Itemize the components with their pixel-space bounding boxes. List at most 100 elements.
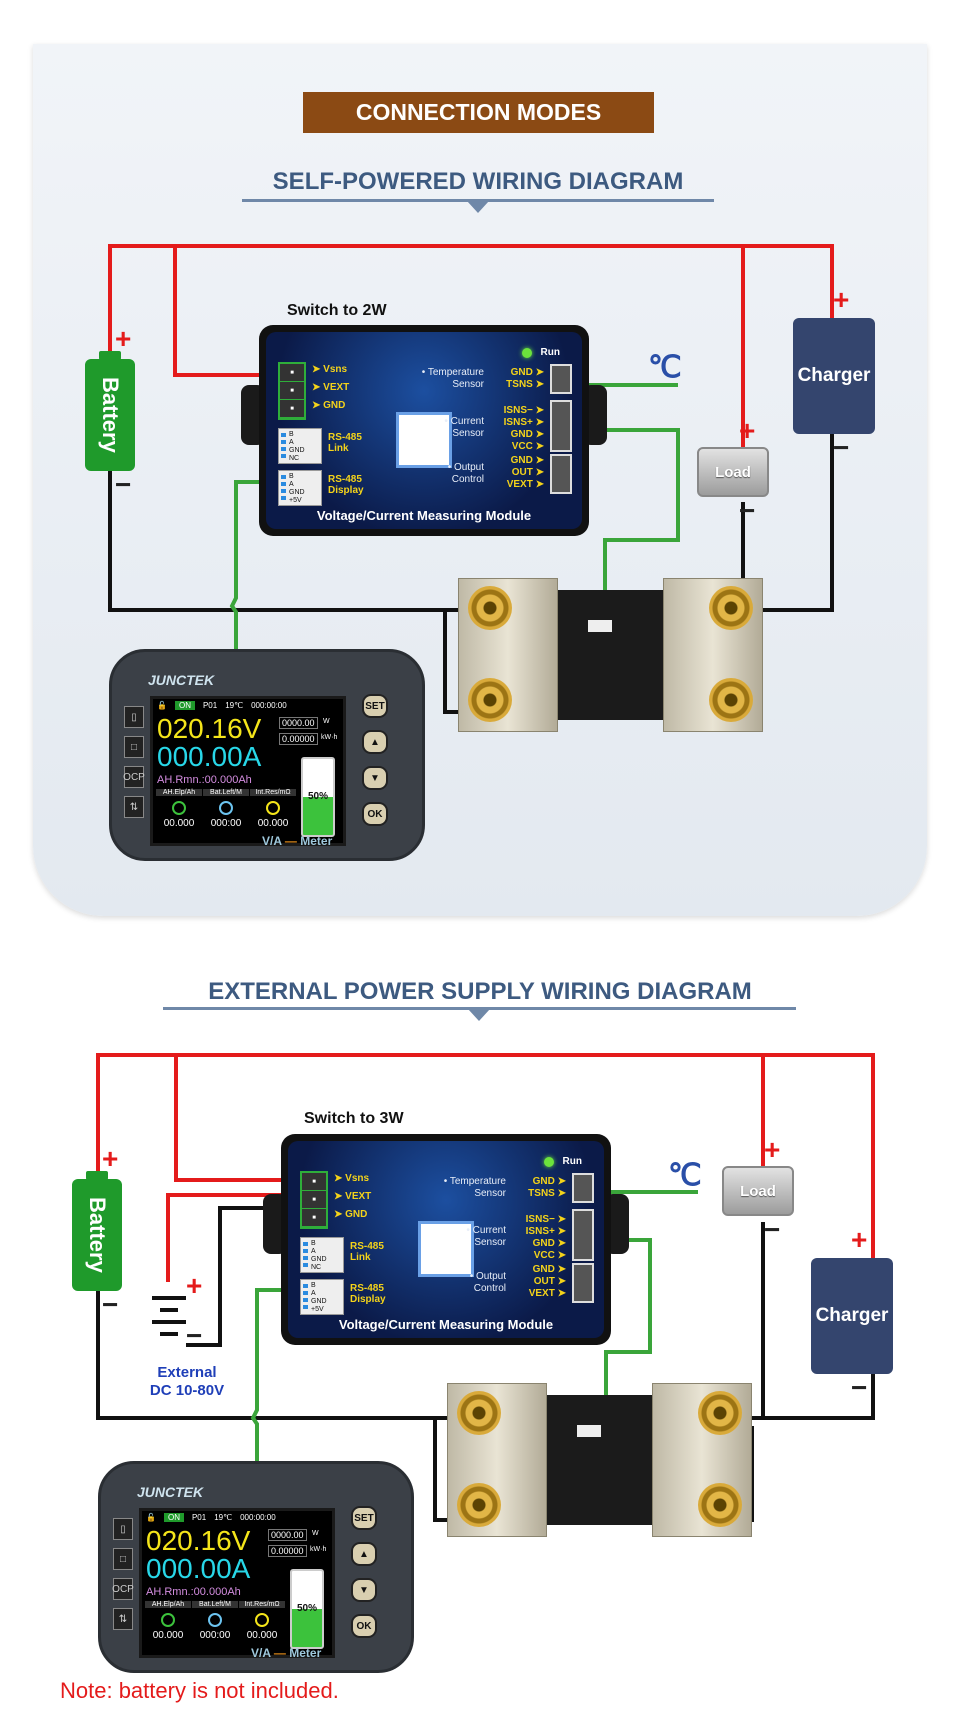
ah-remaining: AH.Rmn.:00.000Ah [146, 1586, 241, 1598]
meter-button-1[interactable]: ▲ [351, 1542, 377, 1566]
signal-wire [250, 1288, 310, 1462]
positive-wire [174, 1055, 310, 1182]
output-connector [572, 1263, 594, 1303]
rs485-link-label: RS-485 Link [350, 1241, 384, 1263]
load: Load [697, 447, 769, 497]
time: 000:00:00 [240, 1513, 276, 1522]
plus-sign: + [102, 1143, 119, 1174]
current-readout: 000.00A [157, 741, 262, 772]
ah-remaining: AH.Rmn.:00.000Ah [157, 774, 252, 786]
temp-connector [550, 364, 572, 394]
terminal-bolt [457, 1391, 501, 1435]
stat-header: Bat.Left/M [192, 1601, 238, 1608]
energy-icon [161, 1613, 175, 1627]
battery: Battery [85, 351, 135, 471]
meter-label: Meter [289, 1646, 322, 1660]
sensor-connector [588, 620, 612, 632]
terminal-block: ■■■ [300, 1171, 328, 1229]
side-button[interactable]: □ [113, 1548, 133, 1570]
program: P01 [191, 1513, 207, 1522]
brand-logo: JUNCTEK [137, 1484, 204, 1500]
temperature-sensor: ℃ [668, 1159, 702, 1192]
meter-screen: 🔓 ON P01 19℃ 000:00:00 020.16V 000.00A 0… [139, 1508, 335, 1658]
terminal-bolt [698, 1483, 742, 1527]
plus-sign: + [764, 1134, 781, 1165]
terminal-block: ■■■ [278, 362, 306, 420]
pin-label: OUT ➤ [533, 1276, 566, 1287]
port-pin: B [311, 1240, 316, 1247]
on-badge: ON [174, 701, 195, 710]
side-button[interactable]: OCP [123, 766, 145, 788]
signal-wire [570, 428, 680, 628]
pin-label: VCC ➤ [511, 441, 544, 452]
gnd-label: ➤ GND [334, 1209, 368, 1220]
terminal-bolt [709, 678, 753, 722]
plus-sign: + [851, 1224, 868, 1255]
stat-value: 000:00 [210, 818, 242, 829]
side-button[interactable]: ⇅ [124, 796, 144, 818]
note: Note: battery is not included. [60, 1678, 339, 1703]
stat-header: Int.Res/mΩ [250, 789, 296, 796]
terminal-bolt [468, 678, 512, 722]
arrow-down-icon [467, 201, 489, 213]
vsns-label: ➤ Vsns [334, 1173, 370, 1184]
port-pin: B [311, 1282, 316, 1289]
qr-code [418, 1221, 474, 1277]
module-title: Voltage/Current Measuring Module [338, 1317, 554, 1332]
meter-label: Meter [300, 834, 333, 848]
power-unit: W [323, 718, 330, 725]
positive-wire [166, 1193, 310, 1282]
run-led [544, 1157, 554, 1167]
meter-button-2[interactable]: ▼ [351, 1578, 377, 1602]
signal-wire [229, 480, 290, 650]
switch-label: Switch to 3W [304, 1110, 404, 1127]
on-badge: ON [163, 1513, 184, 1522]
battery-gauge: 50% [290, 1569, 324, 1649]
external-label: External [157, 1364, 217, 1381]
terminal-bolt [698, 1391, 742, 1435]
output-control-label: • Output Control [469, 1271, 506, 1294]
plus-sign: + [739, 415, 756, 446]
power-readout: 0000.00 [268, 1529, 307, 1541]
meter-button-3[interactable]: OK [351, 1614, 377, 1638]
power-readout: 0000.00 [279, 717, 318, 729]
plus-sign: + [186, 1270, 203, 1301]
side-button[interactable]: OCP [112, 1578, 134, 1600]
port-pin: GND [289, 447, 305, 454]
load: Load [722, 1166, 794, 1216]
minus-sign: − [102, 1289, 119, 1320]
meter-button-3[interactable]: OK [362, 802, 388, 826]
va-meter-display: JUNCTEK ▯□OCP⇅ SET▲▼OK 🔓 ON P01 19℃ 000:… [109, 649, 425, 861]
meter-button-0[interactable]: SET [362, 694, 388, 718]
pin-label: OUT ➤ [511, 467, 544, 478]
negative-wire [720, 1374, 875, 1420]
power-unit: W [312, 1530, 319, 1537]
temperature-sensor-label: • Temperature Sensor [443, 1176, 506, 1199]
switch-label: Switch to 2W [287, 302, 387, 319]
current-shunt [447, 1383, 752, 1537]
vext-label: ➤ VEXT [312, 382, 350, 393]
stat-value: 00.000 [246, 1630, 278, 1641]
side-button[interactable]: □ [124, 736, 144, 758]
charger: Charger [811, 1258, 893, 1374]
current-sensor-label: • Current Sensor [466, 1225, 506, 1248]
pin-label: TSNS ➤ [506, 379, 544, 390]
meter-button-0[interactable]: SET [351, 1506, 377, 1530]
side-button[interactable]: ⇅ [113, 1608, 133, 1630]
vsns-label: ➤ Vsns [312, 364, 348, 375]
meter-button-2[interactable]: ▼ [362, 766, 388, 790]
va-label: V/A [251, 1646, 271, 1660]
sensor-connector [577, 1425, 601, 1437]
charger: Charger [793, 318, 875, 434]
meter-screen: 🔓 ON P01 19℃ 000:00:00 020.16V 000.00A 0… [150, 696, 346, 846]
plus-sign: + [115, 323, 132, 354]
side-button[interactable]: ▯ [124, 706, 144, 728]
meter-button-1[interactable]: ▲ [362, 730, 388, 754]
current-connector [550, 400, 572, 452]
current-connector [572, 1209, 594, 1261]
temperature: 19℃ [214, 1513, 233, 1522]
side-button[interactable]: ▯ [113, 1518, 133, 1540]
